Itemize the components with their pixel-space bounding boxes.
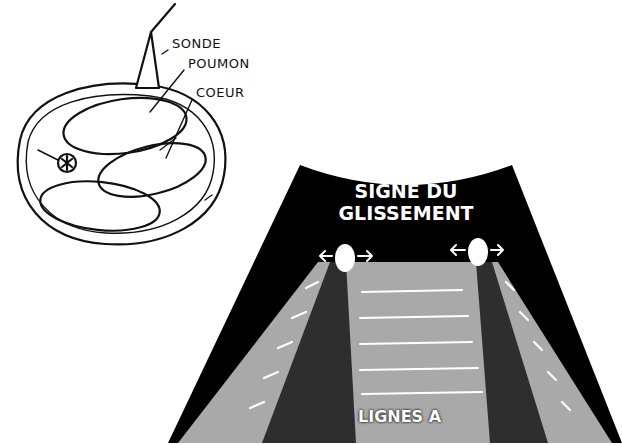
part-label: POUMON: [188, 57, 250, 72]
ultrasound-fan: [168, 165, 622, 443]
thorax-sketch: [18, 4, 226, 244]
sign-label: SIGNE DU GLISSEMENT: [320, 181, 492, 225]
part-label: SONDE: [172, 37, 221, 52]
part-label: COEUR: [196, 86, 245, 101]
line-label: LIGNES A: [358, 408, 441, 426]
